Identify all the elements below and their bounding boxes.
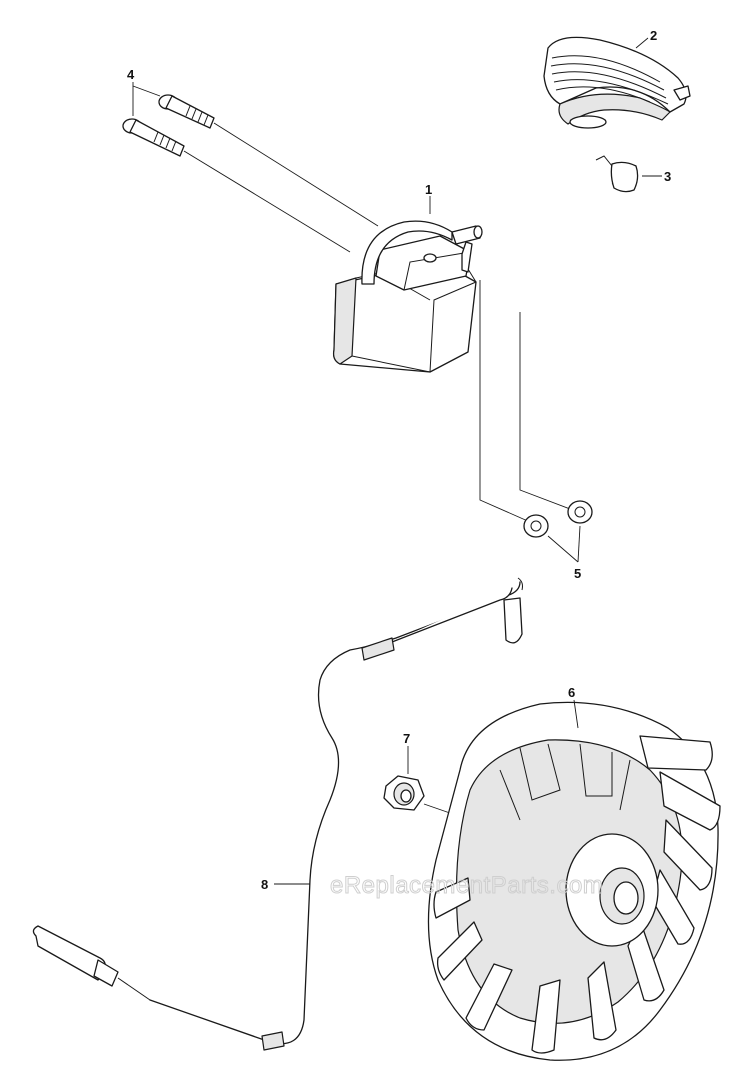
callout-3: 3 xyxy=(664,169,671,184)
alignment-line-lower xyxy=(183,150,351,253)
leader-6 xyxy=(573,699,579,729)
callout-8: 8 xyxy=(261,877,268,892)
callout-2: 2 xyxy=(650,28,657,43)
leader-2 xyxy=(635,37,649,49)
part-2-cover[interactable] xyxy=(543,36,691,129)
leader-4b xyxy=(132,85,161,97)
callout-4: 4 xyxy=(127,67,135,82)
part-4-screws[interactable] xyxy=(122,94,215,157)
callout-5: 5 xyxy=(574,566,581,581)
part-5-spacers[interactable] xyxy=(523,500,593,538)
callout-6: 6 xyxy=(568,685,575,700)
part-3-spring[interactable] xyxy=(595,155,639,193)
watermark-text: eReplacementParts.com xyxy=(330,872,603,899)
part-7-nut[interactable] xyxy=(383,775,425,811)
leader-5a xyxy=(547,535,579,563)
callout-7: 7 xyxy=(403,731,410,746)
part-8-wire[interactable] xyxy=(32,577,523,1051)
callout-1: 1 xyxy=(425,182,432,197)
alignment-line-upper xyxy=(213,122,379,227)
part-6-flywheel[interactable] xyxy=(427,701,721,1061)
alignment-line-spacer-b xyxy=(519,312,579,513)
alignment-line-spacer-a xyxy=(479,280,531,523)
part-1-ignition-coil[interactable] xyxy=(332,220,483,373)
leader-5b xyxy=(577,525,581,563)
